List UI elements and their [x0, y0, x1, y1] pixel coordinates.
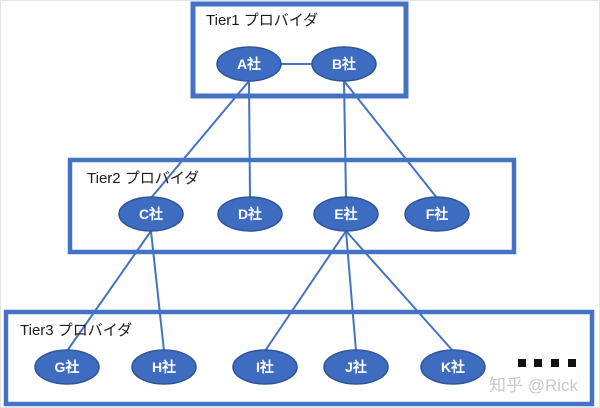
node-B-label: B社: [332, 56, 356, 72]
node-C-label: C社: [139, 206, 163, 222]
node-C-ellipse: [118, 196, 184, 232]
node-E-ellipse: [313, 196, 379, 232]
node-G-ellipse: [34, 349, 100, 385]
tier1-rect: [190, 1, 409, 99]
edge-a-d: [248, 80, 251, 199]
node-E-label: E社: [334, 206, 357, 222]
dot-icon: [534, 359, 542, 367]
tier3-rect: [3, 309, 595, 407]
tier2-box: Tier2 プロバイダ: [67, 157, 517, 255]
node-A: A社: [216, 46, 282, 82]
node-I: I社: [232, 349, 298, 385]
edge-a-c: [150, 80, 250, 199]
edge-e-k: [345, 230, 454, 352]
tier1-label: Tier1 プロバイダ: [206, 12, 318, 29]
tier3-label: Tier3 プロバイダ: [20, 322, 132, 339]
node-K-label: K社: [441, 359, 465, 375]
node-D-label: D社: [238, 206, 262, 222]
node-K-ellipse: [420, 349, 486, 385]
node-J-ellipse: [323, 349, 389, 385]
node-F: F社: [404, 196, 470, 232]
node-I-label: I社: [256, 359, 274, 375]
node-D-ellipse: [217, 196, 283, 232]
node-A-ellipse: [216, 46, 282, 82]
tier3-box: Tier3 プロバイダ: [3, 309, 595, 407]
tier2-rect: [67, 157, 517, 255]
node-G-label: G社: [55, 359, 80, 375]
watermark: 知乎 @Rick: [489, 376, 579, 395]
dot-icon: [518, 359, 526, 367]
node-F-label: F社: [426, 206, 449, 222]
node-G: G社: [34, 349, 100, 385]
node-H-label: H社: [152, 359, 176, 375]
node-B-ellipse: [311, 46, 377, 82]
node-H-ellipse: [131, 349, 197, 385]
dot-icon: [568, 359, 576, 367]
edge-e-i: [264, 230, 347, 352]
edge-e-j: [345, 230, 357, 352]
node-J-label: J社: [345, 359, 367, 375]
node-E: E社: [313, 196, 379, 232]
tier1-box: Tier1 プロバイダ: [190, 1, 409, 99]
edge-b-e: [343, 80, 347, 199]
node-H: H社: [131, 349, 197, 385]
node-A-label: A社: [237, 56, 261, 72]
node-F-ellipse: [404, 196, 470, 232]
node-J: J社: [323, 349, 389, 385]
node-D: D社: [217, 196, 283, 232]
edge-c-h: [150, 230, 165, 352]
node-C: C社: [118, 196, 184, 232]
node-B: B社: [311, 46, 377, 82]
tier2-label: Tier2 プロバイダ: [87, 170, 199, 187]
edge-b-f: [343, 80, 438, 199]
node-I-ellipse: [232, 349, 298, 385]
dot-icon: [551, 359, 559, 367]
more-providers-dots: [518, 359, 576, 367]
node-K: K社: [420, 349, 486, 385]
